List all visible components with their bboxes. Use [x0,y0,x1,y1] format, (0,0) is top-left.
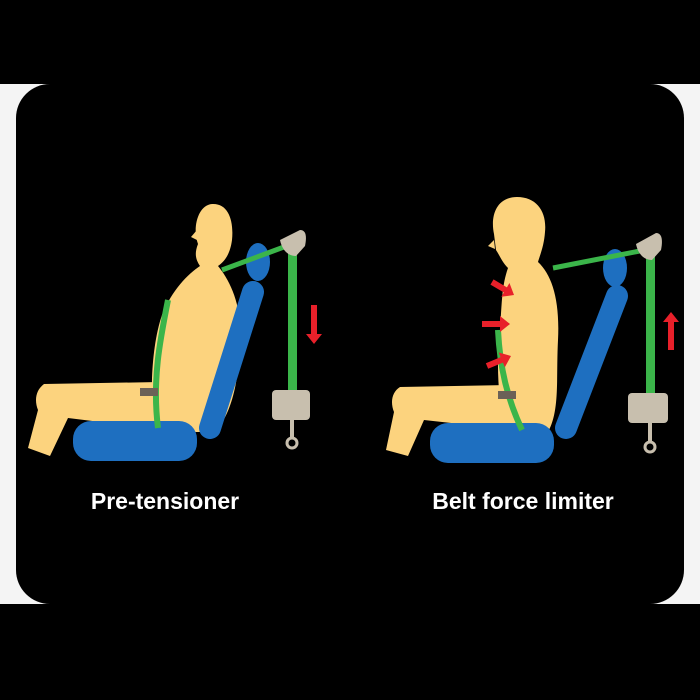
seat-backrest [555,285,628,439]
occupant-legs [386,385,515,456]
seat-backrest [199,281,264,439]
diagram-panel [16,84,684,604]
belt-webbing [646,250,655,395]
diagonal-belt [152,299,171,429]
diagonal-belt [495,329,525,432]
belt-force-limiter-label: Belt force limiter [432,488,614,514]
force-arrow-icon [482,316,510,332]
occupant-nose [488,240,495,249]
pre-tensioner-illustration [28,203,322,461]
belt-force-limiter-illustration [386,197,679,463]
buckle-stem [290,420,294,438]
occupant-torso [492,197,559,432]
retractor-anchor [636,233,662,260]
buckle-ring [643,440,657,454]
lap-belt-clip [140,388,158,396]
force-arrow-icon [485,352,511,369]
shoulder-belt [221,241,293,273]
belt-webbing [288,245,297,393]
occupant-nose [191,230,197,240]
occupant-legs [28,382,165,456]
buckle-ring [285,436,299,450]
arrow-down-icon [306,305,322,344]
buckle-stem [648,423,652,441]
seat-cushion [73,421,197,461]
lap-belt-clip [498,391,516,399]
buckle [628,393,668,423]
pre-tensioner-label: Pre-tensioner [90,488,240,514]
arrow-up-icon [663,312,679,350]
seat-cushion [430,423,554,463]
force-arrow-icon [490,279,514,297]
shoulder-belt [552,246,651,271]
retractor-anchor [280,230,306,256]
buckle [272,390,310,420]
